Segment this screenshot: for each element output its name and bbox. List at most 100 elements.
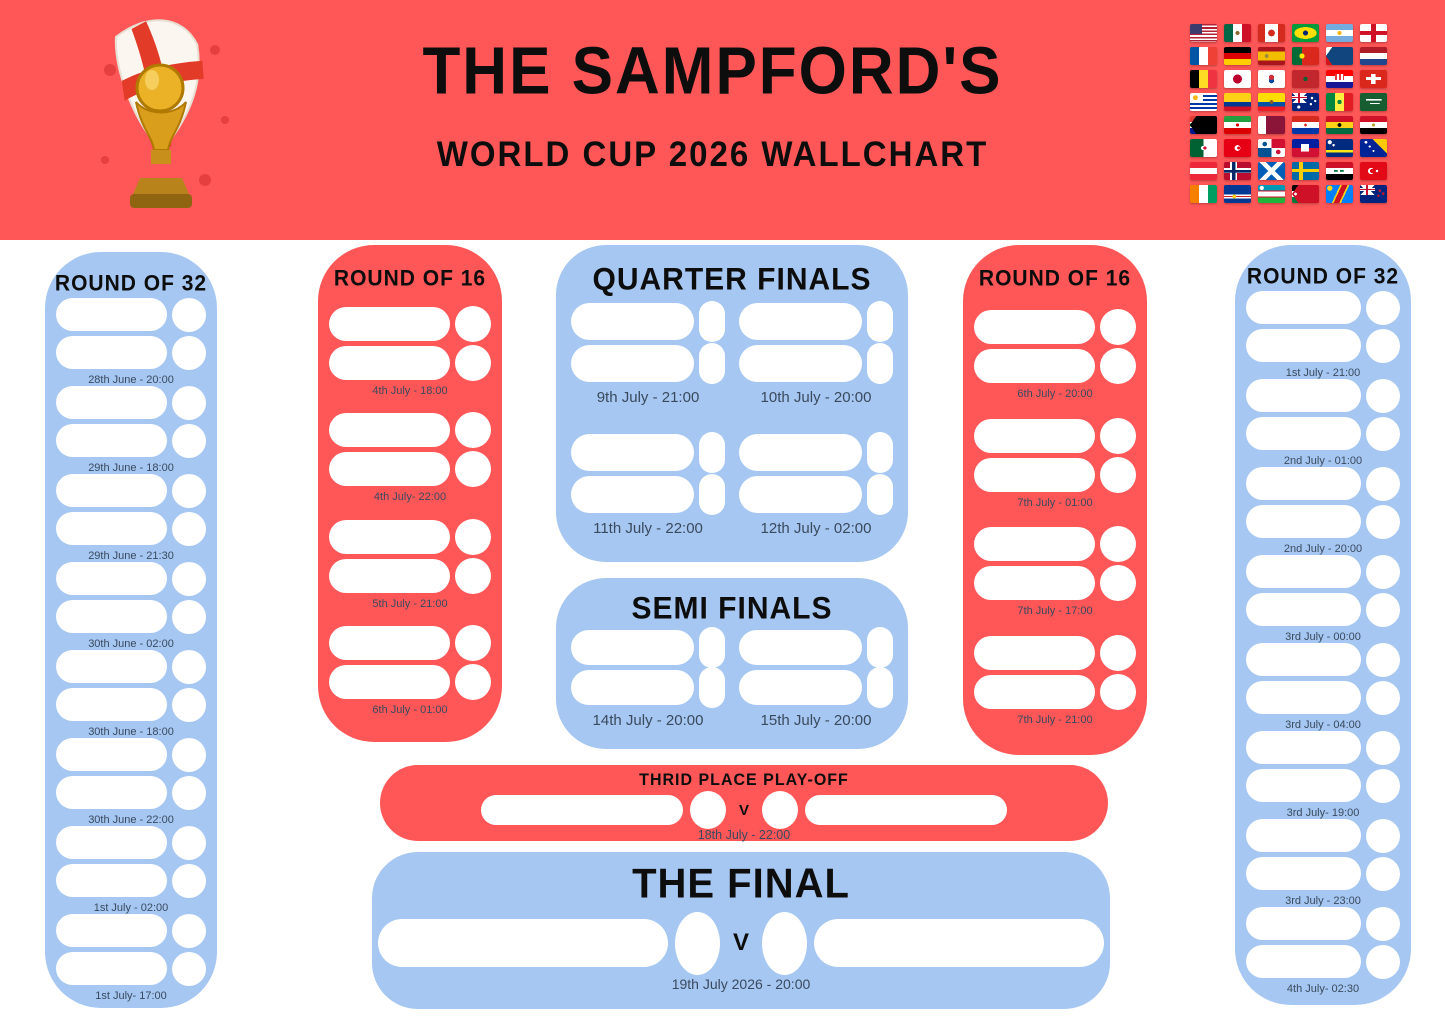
- team-slot[interactable]: [1246, 819, 1361, 852]
- score-slot[interactable]: [1366, 592, 1400, 627]
- team-slot[interactable]: [1246, 291, 1361, 324]
- team-slot[interactable]: [480, 795, 683, 825]
- score-slot[interactable]: [172, 297, 206, 332]
- score-slot[interactable]: [867, 431, 893, 473]
- team-slot[interactable]: [56, 952, 167, 985]
- team-slot[interactable]: [814, 919, 1104, 967]
- score-slot[interactable]: [172, 825, 206, 860]
- score-slot[interactable]: [455, 451, 491, 488]
- team-slot[interactable]: [974, 309, 1095, 344]
- score-slot[interactable]: [867, 343, 893, 384]
- score-slot[interactable]: [172, 913, 206, 948]
- score-slot[interactable]: [1366, 944, 1400, 979]
- team-slot[interactable]: [56, 826, 167, 859]
- team-slot[interactable]: [56, 864, 167, 897]
- score-slot[interactable]: [172, 599, 206, 634]
- score-slot[interactable]: [1366, 554, 1400, 589]
- score-slot[interactable]: [172, 473, 206, 508]
- score-slot[interactable]: [1100, 456, 1136, 493]
- score-slot[interactable]: [172, 511, 206, 546]
- team-slot[interactable]: [739, 345, 862, 382]
- score-slot[interactable]: [1100, 347, 1136, 384]
- score-slot[interactable]: [1366, 466, 1400, 501]
- score-slot[interactable]: [455, 624, 491, 661]
- team-slot[interactable]: [56, 600, 167, 633]
- team-slot[interactable]: [1246, 593, 1361, 626]
- team-slot[interactable]: [739, 630, 862, 665]
- score-slot[interactable]: [1100, 526, 1136, 563]
- score-slot[interactable]: [455, 306, 491, 343]
- score-slot[interactable]: [1366, 818, 1400, 853]
- team-slot[interactable]: [571, 670, 694, 705]
- team-slot[interactable]: [571, 345, 694, 382]
- score-slot[interactable]: [172, 687, 206, 722]
- team-slot[interactable]: [56, 776, 167, 809]
- team-slot[interactable]: [805, 795, 1007, 825]
- team-slot[interactable]: [329, 307, 450, 342]
- score-slot[interactable]: [172, 951, 206, 986]
- team-slot[interactable]: [329, 413, 450, 448]
- score-slot[interactable]: [1366, 680, 1400, 715]
- score-slot[interactable]: [699, 667, 725, 708]
- team-slot[interactable]: [739, 670, 862, 705]
- score-slot[interactable]: [455, 557, 491, 594]
- score-slot[interactable]: [1366, 290, 1400, 325]
- score-slot[interactable]: [1366, 768, 1400, 803]
- team-slot[interactable]: [56, 650, 167, 683]
- team-slot[interactable]: [329, 519, 450, 554]
- score-slot[interactable]: [172, 775, 206, 810]
- score-slot[interactable]: [1366, 906, 1400, 941]
- team-slot[interactable]: [56, 298, 167, 331]
- score-slot[interactable]: [1100, 308, 1136, 345]
- score-slot[interactable]: [172, 423, 206, 458]
- team-slot[interactable]: [56, 386, 167, 419]
- score-slot[interactable]: [455, 663, 491, 700]
- team-slot[interactable]: [1246, 505, 1361, 538]
- score-slot[interactable]: [867, 667, 893, 708]
- score-slot[interactable]: [1366, 642, 1400, 677]
- team-slot[interactable]: [56, 914, 167, 947]
- team-slot[interactable]: [329, 664, 450, 699]
- team-slot[interactable]: [1246, 945, 1361, 978]
- score-slot[interactable]: [172, 737, 206, 772]
- score-slot[interactable]: [455, 412, 491, 449]
- score-slot[interactable]: [699, 301, 725, 342]
- score-slot[interactable]: [699, 473, 725, 515]
- team-slot[interactable]: [377, 919, 668, 967]
- team-slot[interactable]: [1246, 731, 1361, 764]
- score-slot[interactable]: [455, 518, 491, 555]
- team-slot[interactable]: [739, 303, 862, 340]
- team-slot[interactable]: [1246, 681, 1361, 714]
- score-slot[interactable]: [1366, 328, 1400, 363]
- team-slot[interactable]: [1246, 907, 1361, 940]
- score-slot[interactable]: [867, 301, 893, 342]
- team-slot[interactable]: [329, 452, 450, 487]
- team-slot[interactable]: [571, 433, 694, 471]
- score-slot[interactable]: [1366, 856, 1400, 891]
- team-slot[interactable]: [739, 475, 862, 513]
- score-slot[interactable]: [172, 561, 206, 596]
- score-slot[interactable]: [699, 431, 725, 473]
- team-slot[interactable]: [974, 457, 1095, 492]
- team-slot[interactable]: [974, 566, 1095, 601]
- score-slot[interactable]: [172, 863, 206, 898]
- score-slot[interactable]: [172, 335, 206, 370]
- team-slot[interactable]: [571, 303, 694, 340]
- score-slot[interactable]: [1366, 730, 1400, 765]
- score-slot[interactable]: [699, 343, 725, 384]
- team-slot[interactable]: [329, 558, 450, 593]
- score-slot[interactable]: [172, 385, 206, 420]
- team-slot[interactable]: [56, 424, 167, 457]
- team-slot[interactable]: [1246, 417, 1361, 450]
- team-slot[interactable]: [56, 512, 167, 545]
- score-slot[interactable]: [867, 627, 893, 668]
- score-slot[interactable]: [1100, 417, 1136, 454]
- team-slot[interactable]: [974, 675, 1095, 710]
- team-slot[interactable]: [329, 346, 450, 381]
- team-slot[interactable]: [1246, 857, 1361, 890]
- team-slot[interactable]: [56, 688, 167, 721]
- team-slot[interactable]: [571, 475, 694, 513]
- score-slot[interactable]: [867, 473, 893, 515]
- team-slot[interactable]: [329, 625, 450, 660]
- score-slot[interactable]: [1366, 378, 1400, 413]
